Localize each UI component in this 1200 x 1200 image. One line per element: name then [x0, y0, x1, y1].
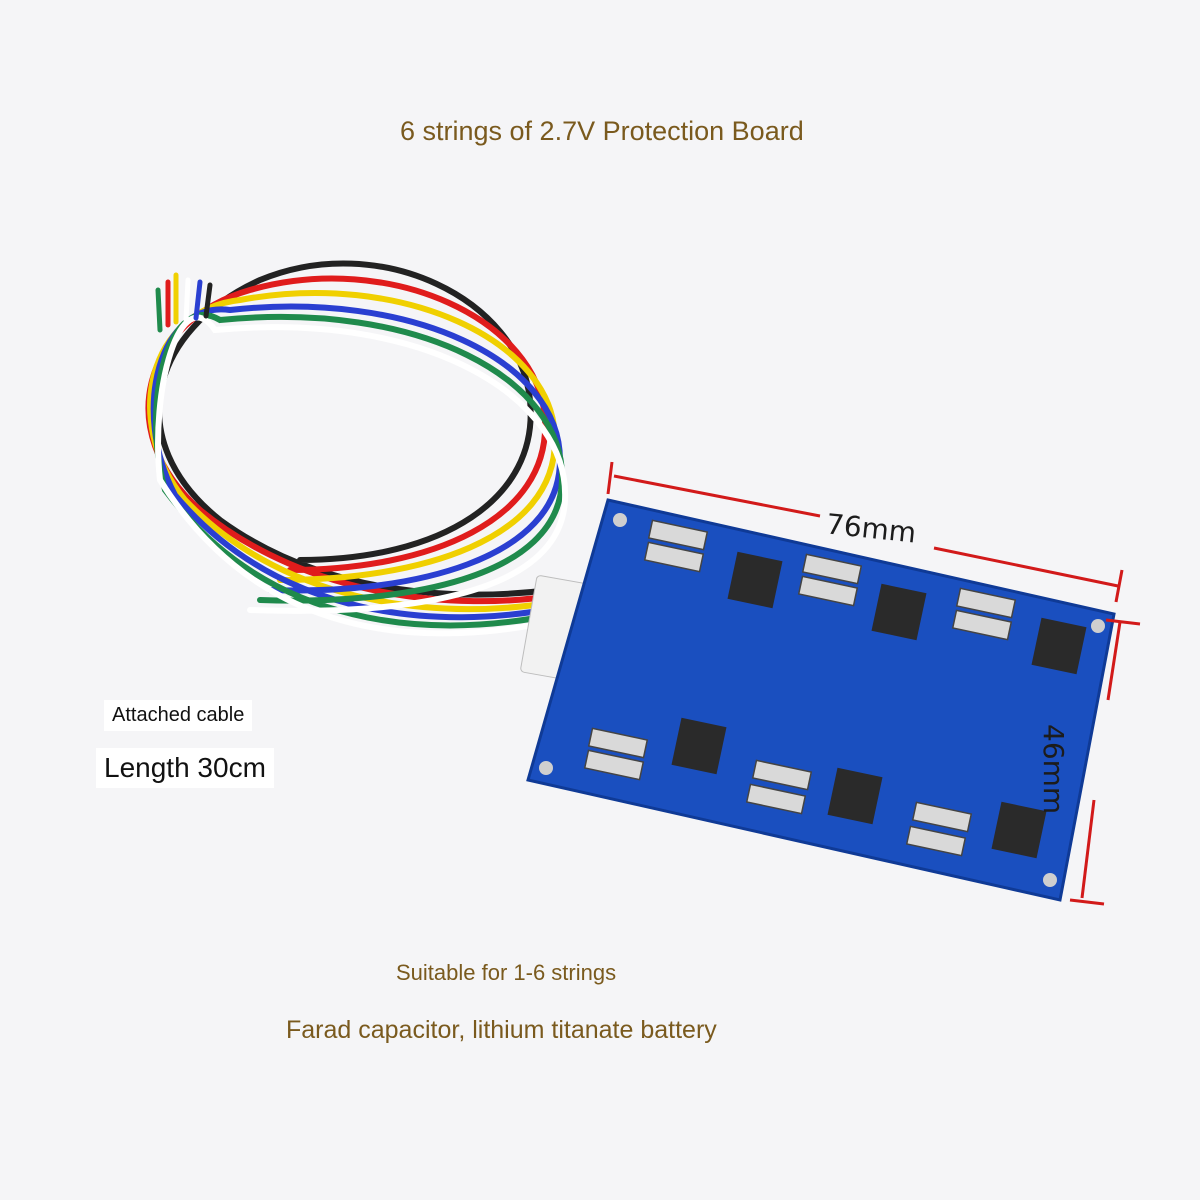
compatibility-caption: Suitable for 1-6 strings: [396, 960, 617, 985]
dimension-lines: [606, 461, 1141, 906]
application-caption: Farad capacitor, lithium titanate batter…: [286, 1016, 717, 1044]
pcb-board: [526, 498, 1116, 902]
product-title: 6 strings of 2.7V Protection Board: [400, 116, 804, 146]
cable-length-label: Length 30cm: [96, 748, 274, 788]
wire-tips: [155, 272, 213, 333]
cable-bundle: [145, 260, 569, 637]
cable-label: Attached cable: [104, 700, 253, 731]
height-dimension-label: 46mm: [1037, 724, 1070, 815]
